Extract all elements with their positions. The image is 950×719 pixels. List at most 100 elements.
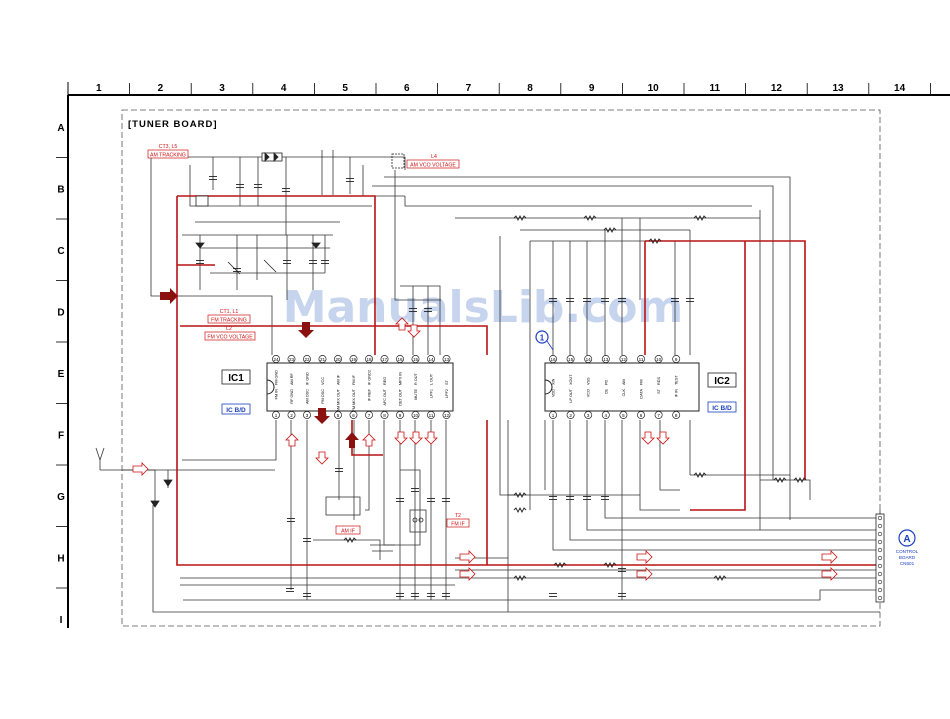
connector-pin (877, 571, 883, 577)
resistor (343, 536, 357, 544)
adjust-fm-vco-voltage: FM VCO VOLTAGE (207, 335, 253, 341)
ic1-pin-label: FM IF (352, 374, 356, 385)
ic2-name: IC2 (714, 376, 730, 387)
ic1-pin-circle (365, 411, 373, 419)
ic2-pin-circle (672, 411, 681, 419)
grid-column-label: 4 (281, 83, 287, 94)
arrow-up-outline (362, 433, 376, 447)
grid-column-label: 3 (219, 83, 225, 94)
ic1-pin-circle (396, 355, 404, 363)
signal-arrows (132, 288, 838, 581)
ic2-pin-circle (619, 411, 628, 419)
resistor (513, 506, 527, 514)
grid-column-label: 11 (710, 83, 721, 94)
grid-column-label: 8 (527, 83, 533, 94)
ic1-pin-label: LPF2 (445, 389, 449, 398)
resistor (553, 561, 567, 569)
ic2-pin-label: ST (657, 388, 661, 394)
connector-pin (877, 515, 883, 521)
adjust-l2: L2 (226, 326, 232, 332)
ic2-pin-circle (584, 411, 593, 419)
ic1-pin-circle (380, 411, 389, 419)
arrow-up-outline (395, 317, 409, 331)
ic1-pin-number: 24 (273, 357, 279, 362)
ic2-pin-label: VSS (587, 377, 591, 385)
connector-pin (877, 531, 883, 537)
ic2-pin-label: XIN (552, 378, 556, 385)
connector-label-line3: CN601 (900, 561, 915, 566)
arrow-right-outline (821, 567, 838, 581)
ic1-pin-circle (272, 411, 280, 419)
ic1-pin-number: 8 (383, 413, 386, 418)
ic2-pin-label: LP OUT (569, 388, 573, 402)
resistor (693, 471, 707, 479)
grid-column-label: 13 (832, 83, 844, 94)
arrow-right-filled (160, 288, 178, 304)
arrow-down-outline (409, 431, 423, 445)
adjust-ct3-l5: CT3, L5 (159, 144, 178, 150)
board-title: [TUNER BOARD] (128, 119, 218, 130)
arrow-down-filled (298, 322, 314, 338)
ic2-pin-circle (549, 411, 557, 419)
grid-column-label: 12 (771, 83, 783, 94)
grid-row-label: A (57, 123, 64, 134)
ic1-pin-circle (442, 411, 451, 419)
ic2-pin-label: XOUT (569, 374, 573, 385)
arrow-down-outline (424, 431, 438, 445)
watermark: ManualsLib.com (283, 282, 684, 333)
grid-row-label: C (57, 246, 64, 257)
adjust-fm-tracking: FM TRACKING (211, 318, 247, 324)
grid-row-label: G (57, 492, 65, 503)
marker-1: 1 (540, 334, 545, 343)
connector-pin (877, 555, 883, 561)
connector-cn601: A CONTROL BOARD CN601 (875, 513, 919, 603)
grid-column-label: 9 (589, 83, 595, 94)
ic1-pin-circle (411, 355, 420, 363)
arrow-right-outline (459, 550, 476, 564)
adjust-t2: T2 (455, 513, 461, 519)
ic2-pin-number: 16 (550, 357, 556, 362)
arrow-right-outline (132, 462, 149, 476)
ic2-pin-number: 4 (605, 413, 608, 418)
ic1-pin-label: AM MIX OUT (337, 388, 341, 411)
ic2-pin-number: 10 (656, 357, 662, 362)
connector-pin (877, 523, 883, 529)
ic2-pin-circle (566, 355, 575, 363)
ic1-pin-circle (442, 355, 451, 363)
connector-label-line2: BOARD (899, 555, 916, 560)
arrow-down-filled (314, 408, 330, 424)
ic2-pin-label: AM (622, 379, 626, 385)
grid-column-label: 10 (648, 83, 660, 94)
ic1-pin-number: 23 (289, 357, 295, 362)
ic1-pin-number: 17 (382, 357, 388, 362)
grid-column-label: 5 (342, 83, 348, 94)
ic1-pin-number: 20 (335, 357, 341, 362)
ic1-pin-number: 21 (320, 357, 326, 362)
ic1-pin-label: IF GND (306, 372, 310, 385)
ic2-pin-label: VDD (552, 389, 556, 397)
ic1-pin-circle (427, 355, 435, 363)
ic1-pin-number: 2 (290, 413, 293, 418)
ic1-pin-label: R OUT (414, 373, 418, 385)
ic2-pin-number: 1 (552, 413, 555, 418)
ic1-pin-label: IF GND2 (368, 370, 372, 385)
ic1-pin-circle (287, 355, 296, 363)
adjustment-labels: CT3, L5 AM TRACKING L4 AM VCO VOLTAGE CT… (147, 144, 470, 535)
ic1-pin-circle (411, 411, 420, 419)
ic2-pin-label: RDS (657, 377, 661, 385)
adjust-fm-if: FM IF (451, 522, 465, 528)
ic1-pin-label: ST (445, 379, 449, 385)
ic1-pin-label: FM IN (275, 389, 279, 400)
connector-pin (877, 563, 883, 569)
ic2-pin-number: 7 (657, 413, 660, 418)
component-symbols (150, 152, 424, 523)
ic1-pin-label: MUTE (414, 389, 418, 400)
ic2-pin-label: TEST (675, 375, 679, 385)
adjust-l4: L4 (431, 154, 437, 160)
ic1-pin-number: 3 (306, 413, 309, 418)
ic2-pin-circle (654, 411, 663, 419)
ic2-pin-label: VCO (587, 389, 591, 397)
